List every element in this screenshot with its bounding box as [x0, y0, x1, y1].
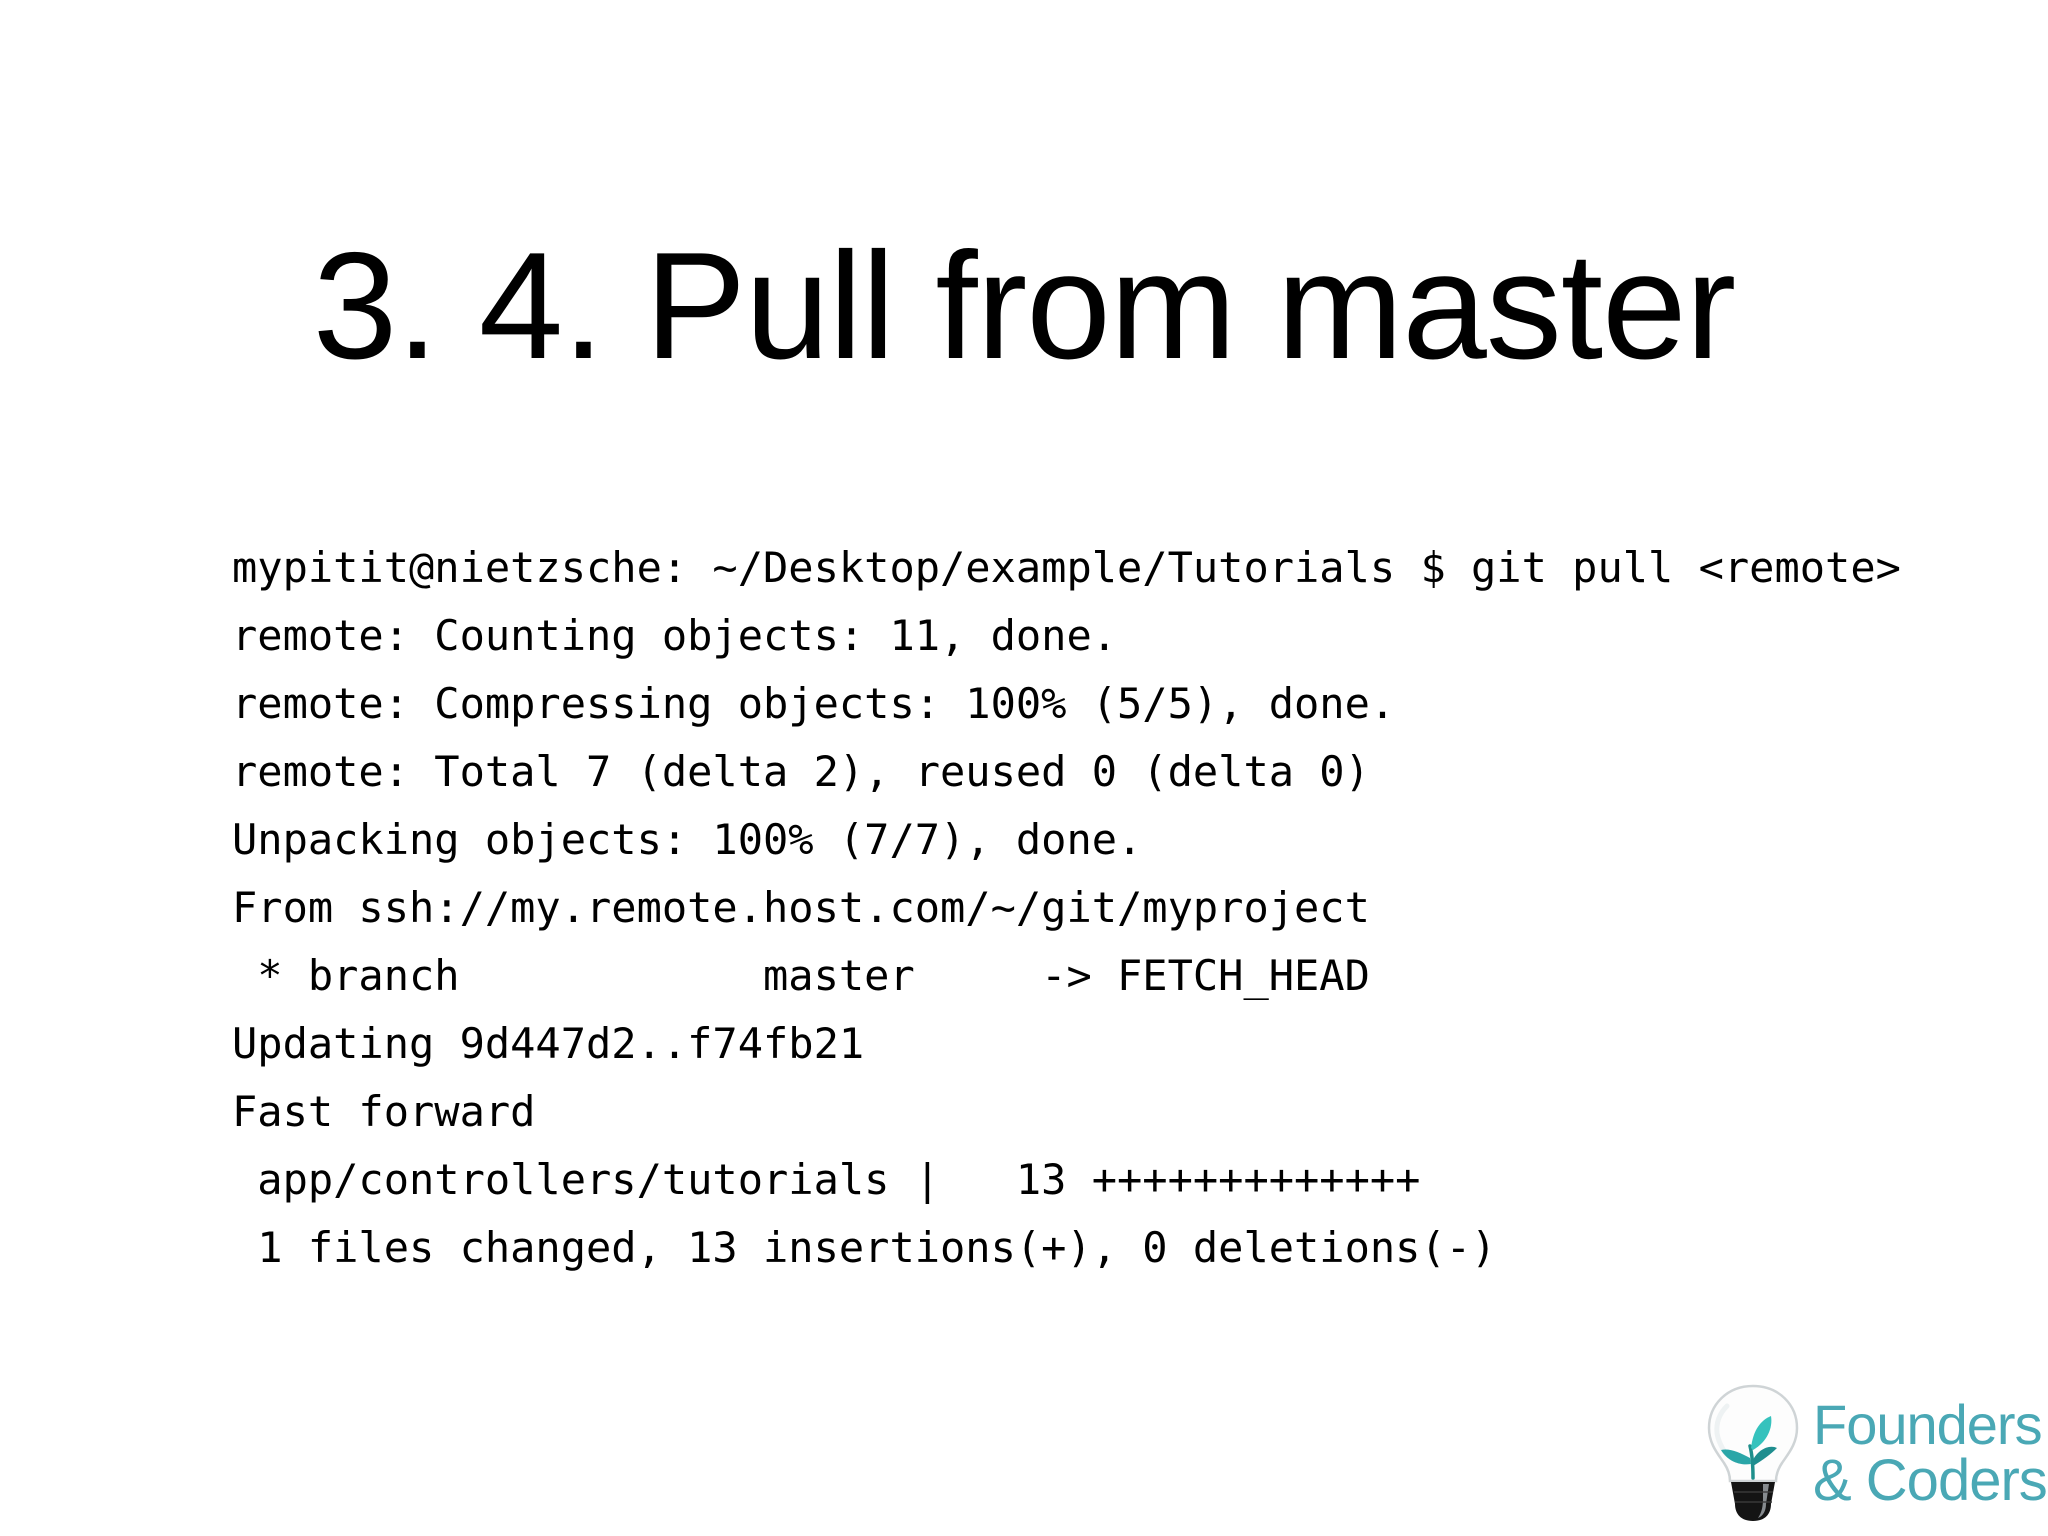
terminal-line: 1 files changed, 13 insertions(+), 0 del… — [232, 1223, 1497, 1272]
founders-and-coders-logo: Founders & Coders — [1697, 1378, 2048, 1528]
terminal-line: From ssh://my.remote.host.com/~/git/mypr… — [232, 883, 1370, 932]
terminal-line: remote: Compressing objects: 100% (5/5),… — [232, 679, 1396, 728]
lightbulb-sprout-icon — [1707, 1384, 1799, 1521]
terminal-line: remote: Counting objects: 11, done. — [232, 611, 1118, 660]
logo-wordmark: Founders & Coders — [1813, 1392, 2048, 1514]
terminal-line: Unpacking objects: 100% (7/7), done. — [232, 815, 1143, 864]
terminal-line: app/controllers/tutorials | 13 +++++++++… — [232, 1155, 1421, 1204]
terminal-line: * branch master -> FETCH_HEAD — [232, 951, 1370, 1000]
terminal-line: Fast forward — [232, 1087, 536, 1136]
terminal-line: mypitit@nietzsche: ~/Desktop/example/Tut… — [232, 543, 1901, 592]
terminal-line: Updating 9d447d2..f74fb21 — [232, 1019, 865, 1068]
terminal-line: remote: Total 7 (delta 2), reused 0 (del… — [232, 747, 1370, 796]
page-title: 3. 4. Pull from master — [312, 220, 1736, 391]
logo-text-founders: Founders — [1813, 1392, 2043, 1456]
logo-text-coders: & Coders — [1813, 1448, 2048, 1514]
terminal-output-block: mypitit@nietzsche: ~/Desktop/example/Tut… — [232, 534, 1932, 1282]
